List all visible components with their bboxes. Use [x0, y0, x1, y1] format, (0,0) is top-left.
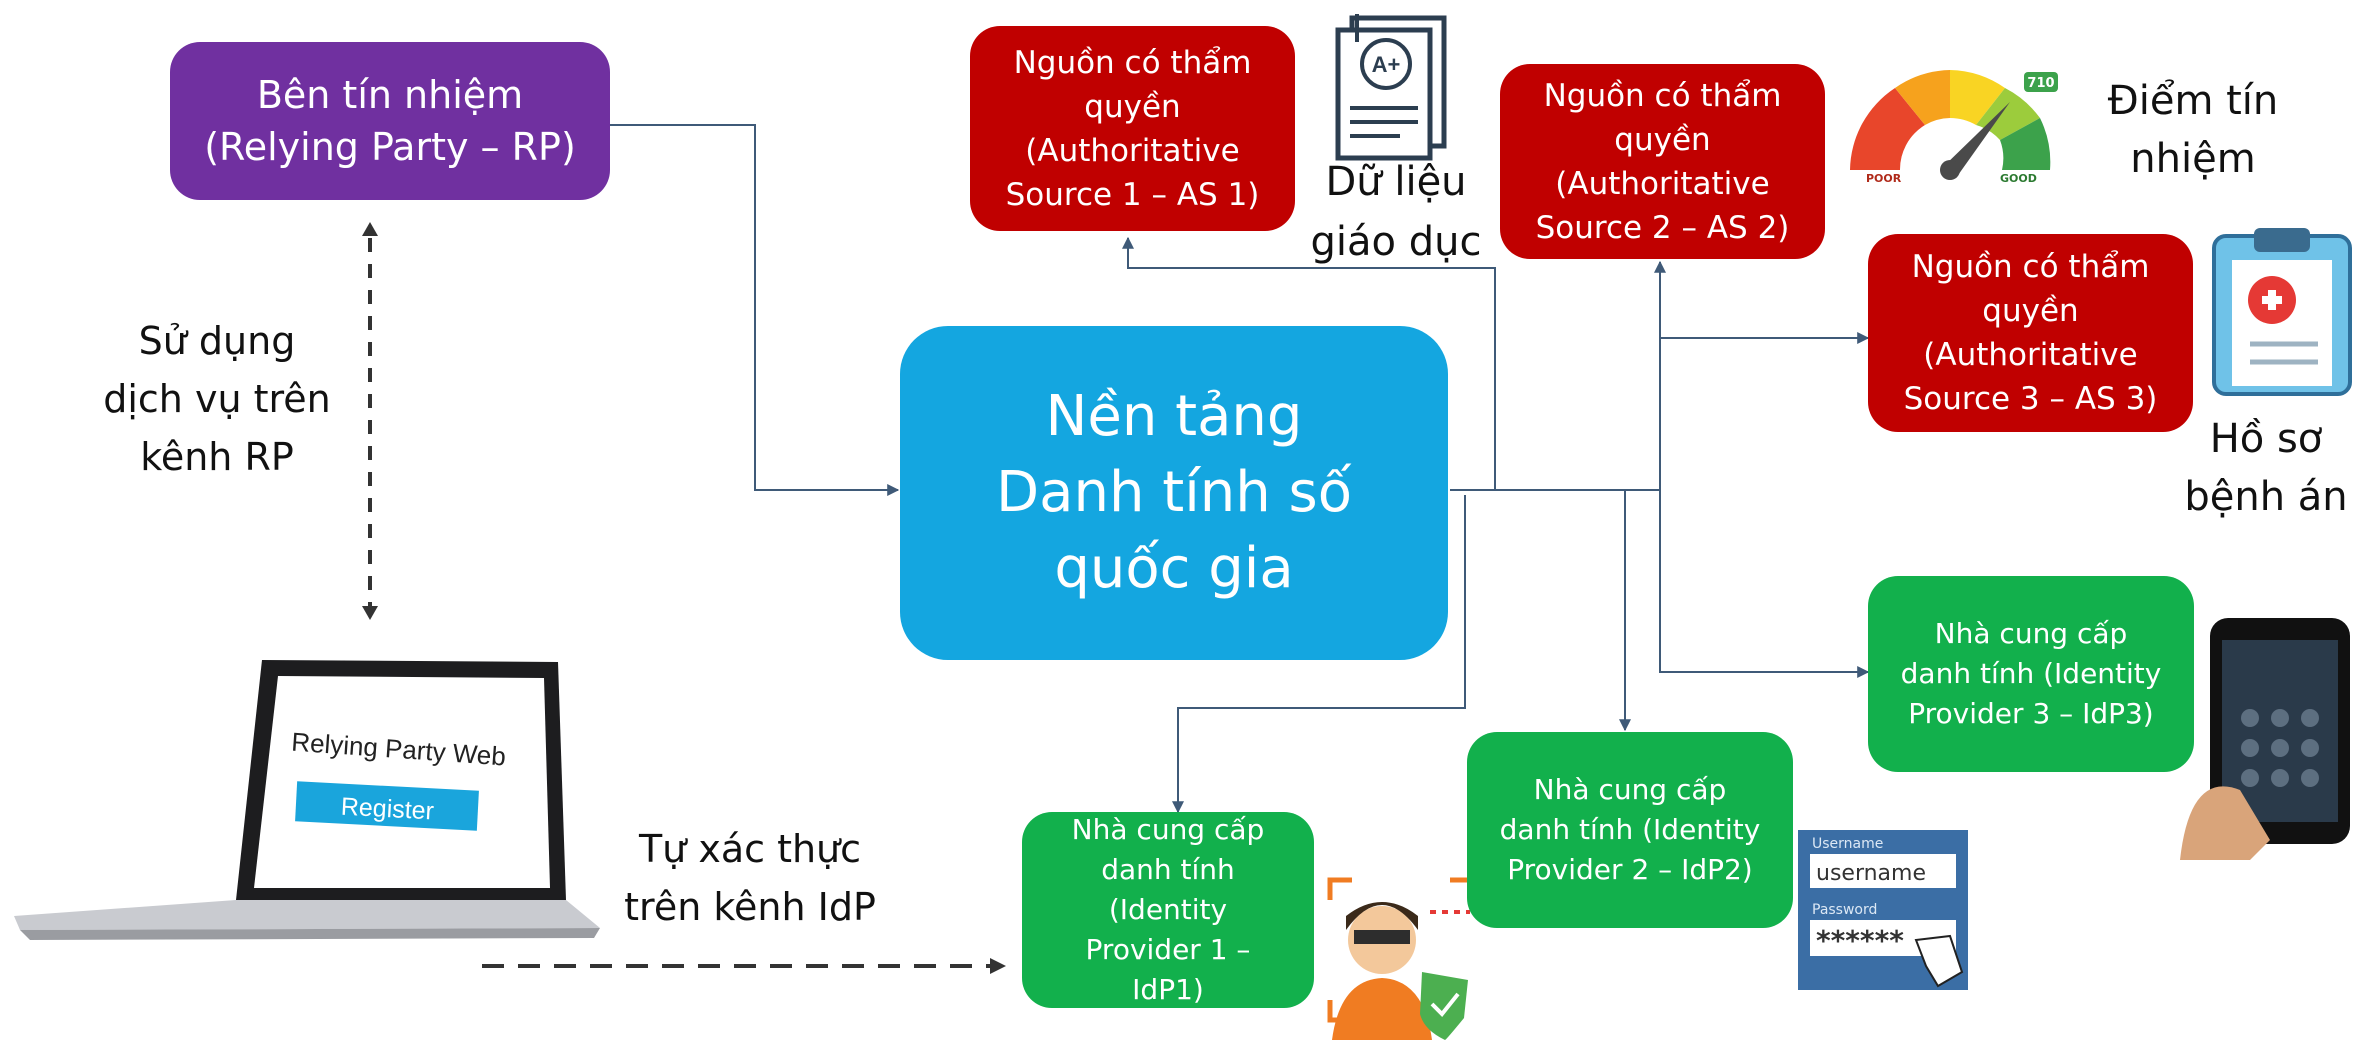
identity-provider-1-label: Nhà cung cấp danh tính (Identity Provide…: [1071, 813, 1265, 1006]
medical-record-label: Hồ sơ bệnh án: [2184, 416, 2348, 520]
use-service-label: Sử dụng dịch vụ trên kênh RP: [103, 319, 331, 479]
identity-provider-2-label: Nhà cung cấp danh tính (Identity Provide…: [1499, 773, 1761, 886]
laptop-illustration: [14, 660, 600, 940]
identity-provider-2-box: Nhà cung cấp danh tính (Identity Provide…: [1467, 732, 1793, 928]
education-document-icon: [1335, 14, 1447, 161]
dashed-arrowhead-down: [362, 606, 378, 620]
connector-rp-center: [610, 124, 900, 496]
identity-provider-3-label: Nhà cung cấp danh tính (Identity Provide…: [1900, 617, 2162, 730]
identity-provider-3-box: Nhà cung cấp danh tính (Identity Provide…: [1868, 576, 2194, 772]
authoritative-source-2-label: Nguồn có thẩm quyền (Authoritative Sourc…: [1535, 77, 1790, 246]
credit-gauge-icon: [1850, 70, 2058, 180]
login-username-label: Username: [1812, 836, 1883, 852]
national-digital-identity-platform-label: Nền tảng Danh tính số quốc gia: [996, 384, 1352, 601]
authoritative-source-1-label: Nguồn có thẩm quyền (Authoritative Sourc…: [1005, 44, 1260, 213]
medical-clipboard-icon: [2212, 228, 2352, 396]
login-password-label: Password: [1812, 902, 1877, 918]
dashed-arrowhead-up: [362, 222, 378, 236]
gauge-badge: 710: [2027, 76, 2054, 91]
relying-party-box: Bên tín nhiệm (Relying Party – RP): [170, 42, 610, 200]
self-authenticate-label: Tự xác thực trên kênh IdP: [624, 827, 876, 929]
gauge-high-label: GOOD: [2000, 172, 2037, 185]
register-button[interactable]: Register: [340, 793, 434, 826]
connector-center-idp1: [1172, 495, 1466, 814]
face-verification-icon: [1327, 877, 1475, 1040]
login-password-value: ******: [1816, 924, 1904, 957]
grade-mark: A+: [1372, 52, 1401, 77]
login-username-value: username: [1816, 861, 1926, 886]
relying-party-label: Bên tín nhiệm (Relying Party – RP): [204, 73, 576, 169]
authoritative-source-3-label: Nguồn có thẩm quyền (Authoritative Sourc…: [1903, 249, 2158, 417]
identity-provider-1-box: Nhà cung cấp danh tính (Identity Provide…: [1022, 812, 1314, 1008]
gauge-low-label: POOR: [1866, 172, 1902, 185]
dashed-arrowhead-right: [990, 958, 1006, 974]
education-data-label: Dữ liệu giáo dục: [1310, 159, 1482, 265]
credit-score-label: Điểm tín nhiệm: [2107, 78, 2279, 182]
authoritative-source-1-box: Nguồn có thẩm quyền (Authoritative Sourc…: [970, 26, 1295, 231]
authoritative-source-2-box: Nguồn có thẩm quyền (Authoritative Sourc…: [1500, 64, 1825, 259]
smartphone-icon: [2180, 618, 2350, 860]
connectors: [610, 124, 1870, 814]
connector-center-idp3: [1659, 490, 1870, 678]
authoritative-source-3-box: Nguồn có thẩm quyền (Authoritative Sourc…: [1868, 234, 2193, 432]
national-digital-identity-platform-box: Nền tảng Danh tính số quốc gia: [900, 326, 1448, 660]
login-form-icon: [1798, 830, 1968, 990]
